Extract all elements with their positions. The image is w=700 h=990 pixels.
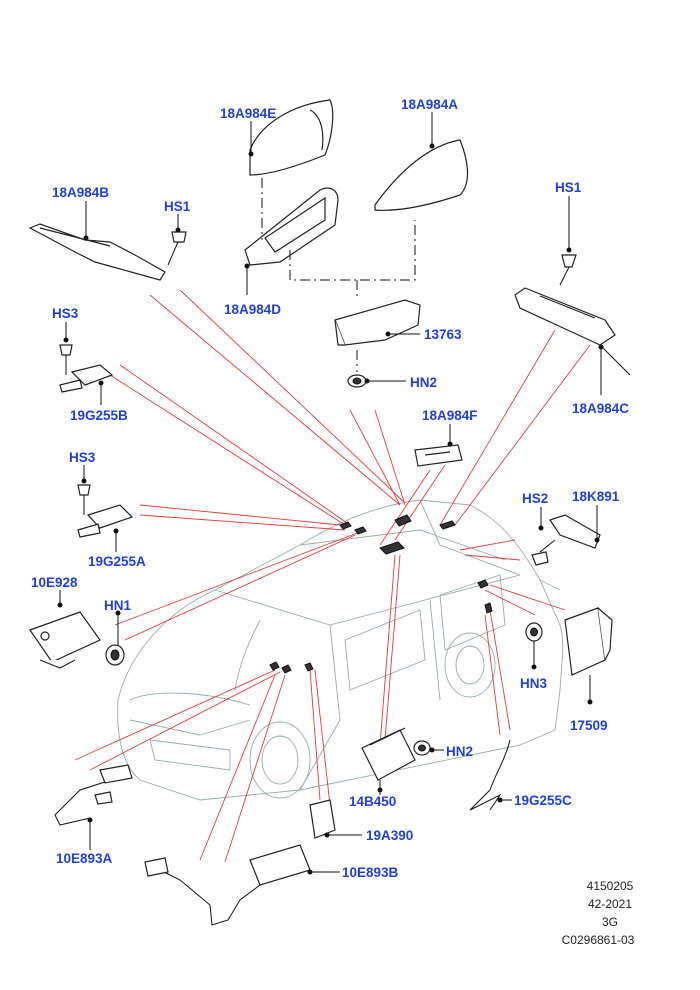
- cable-10E893A: [54, 764, 133, 826]
- nut-HN1: [105, 610, 125, 666]
- label-19G255C: 19G255C: [514, 793, 572, 808]
- cable-10E893B: [144, 844, 313, 926]
- antenna-18A984C: [514, 287, 631, 376]
- vehicle-mount-points: [269, 514, 493, 674]
- antenna-fin-18A984A: [374, 139, 469, 211]
- label-HN3: HN3: [520, 676, 547, 691]
- screw-HS3-mid: [77, 478, 91, 515]
- label-10E928: 10E928: [31, 575, 78, 590]
- label-18A984B: 18A984B: [52, 185, 109, 200]
- label-10E893A: 10E893A: [56, 851, 113, 866]
- label-10E893B: 10E893B: [342, 865, 399, 880]
- label-17509: 17509: [570, 718, 608, 733]
- label-HN1: HN1: [104, 598, 131, 613]
- label-HS1-right: HS1: [555, 180, 582, 195]
- label-HS3-mid: HS3: [69, 450, 96, 465]
- label-18K891: 18K891: [572, 489, 620, 504]
- nut-HN2-bottom: [413, 740, 435, 756]
- bracket-13763: [334, 299, 421, 346]
- ref-date: 42-2021: [588, 897, 632, 911]
- label-19G255B: 19G255B: [70, 408, 128, 423]
- label-13763: 13763: [424, 327, 462, 342]
- module-18K891: [549, 514, 601, 549]
- part-labels: 18A984E 18A984A 18A984B HS1 HS1 18A984D …: [31, 97, 629, 880]
- label-18A984D: 18A984D: [224, 302, 281, 317]
- screw-HS3-top: [59, 337, 73, 375]
- ref-code: 3G: [602, 915, 618, 929]
- screw-HS1-right: [559, 247, 577, 286]
- label-18A984F: 18A984F: [422, 408, 478, 423]
- label-HN2-bottom: HN2: [446, 744, 473, 759]
- module-19G255B: [59, 364, 114, 393]
- dash-link-d-a: [289, 220, 416, 281]
- nut-HN2-top: [347, 374, 370, 388]
- module-18A984F: [414, 441, 463, 467]
- label-18A984A: 18A984A: [401, 97, 458, 112]
- label-18A984E: 18A984E: [220, 106, 276, 121]
- module-10E928: [29, 602, 101, 669]
- screw-HS1-left: [167, 227, 187, 266]
- harness-18A984B: [28, 223, 166, 281]
- label-18A984C: 18A984C: [572, 401, 629, 416]
- screw-HS2: [531, 525, 556, 566]
- ref-id: C0296861-03: [562, 933, 635, 947]
- label-HN2-top: HN2: [410, 375, 437, 390]
- module-17509: [564, 607, 613, 705]
- label-19A390: 19A390: [366, 828, 413, 843]
- nut-HN3: [525, 622, 543, 670]
- reference-block: 4150205 42-2021 3G C0296861-03: [562, 879, 635, 947]
- label-19G255A: 19G255A: [88, 554, 146, 569]
- module-19A390: [309, 799, 336, 839]
- module-14B450: [361, 727, 416, 793]
- label-14B450: 14B450: [349, 794, 396, 809]
- module-19G255A: [77, 504, 134, 538]
- label-HS2: HS2: [522, 491, 548, 506]
- ref-number: 4150205: [587, 879, 634, 893]
- red-leader-lines: [74, 289, 591, 863]
- label-HS3-top: HS3: [52, 306, 79, 321]
- antenna-base-18A984D: [244, 187, 339, 269]
- label-HS1-left: HS1: [164, 199, 191, 214]
- label-leaders: [59, 112, 602, 873]
- vehicle-outline: [117, 499, 564, 801]
